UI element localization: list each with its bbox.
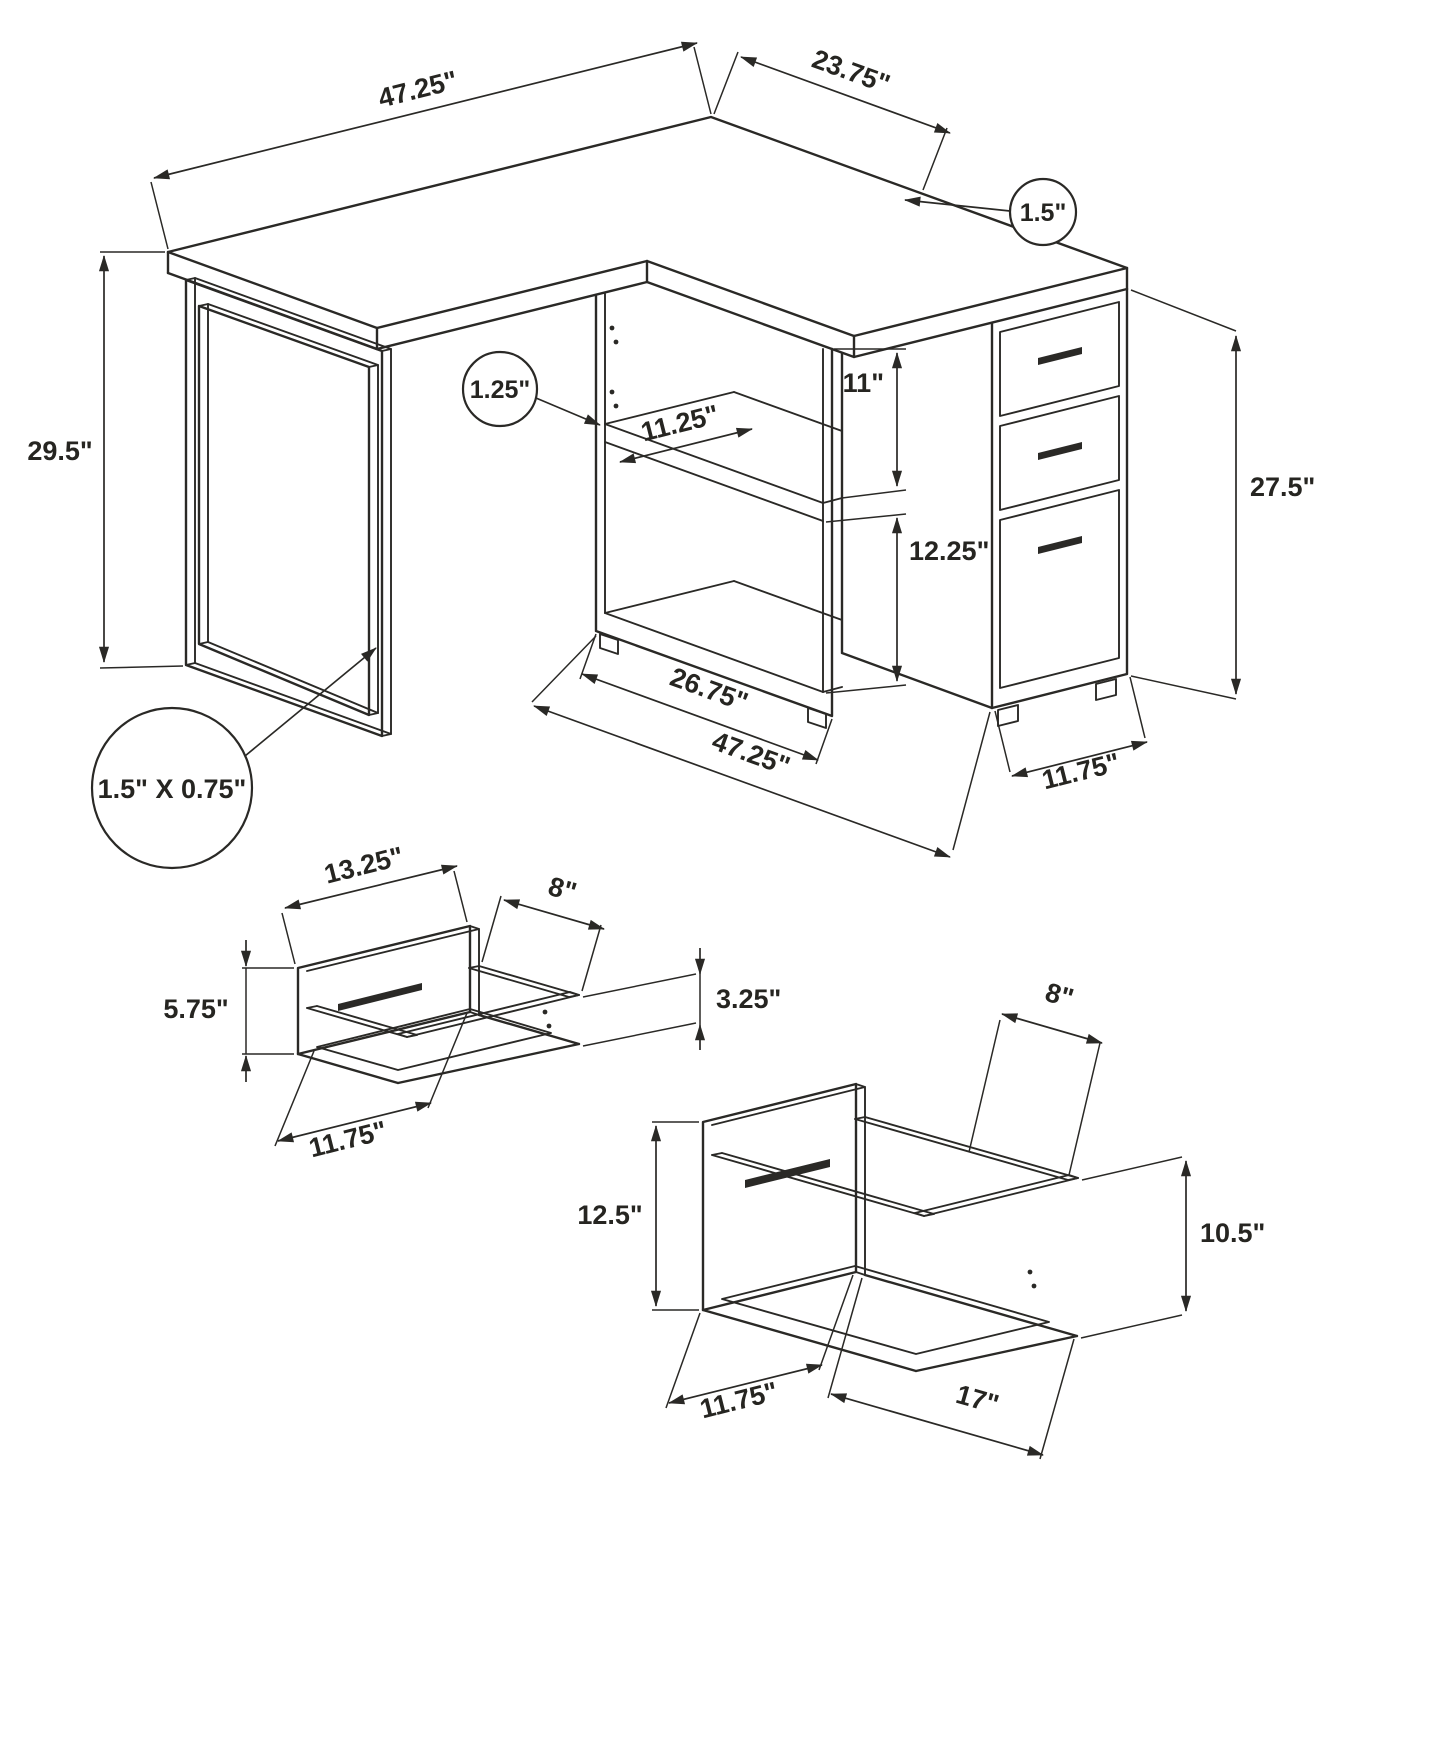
drawer-front-top: [999, 301, 1120, 417]
dim-fd-depth: 17": [953, 1379, 1002, 1420]
file-drawer-left-rim: [711, 1152, 935, 1217]
dim-bottom-opening: 12.25": [909, 536, 989, 566]
dim-line-sd-inner-width: [277, 1101, 432, 1143]
small-drawer-drawing: 13.25" 8" 5.75" 3.25" 11.75": [163, 841, 781, 1163]
callout-circle-top-thickness: [1008, 177, 1078, 247]
file-drawer-screw-holes: [1027, 1269, 1037, 1289]
leader-leg-tube: [244, 647, 377, 757]
dim-line-return-top-width: [740, 56, 951, 134]
dim-top-opening: 11": [843, 368, 884, 398]
callout-top-thickness: 1.5": [1020, 199, 1067, 227]
ext-fd-side-height: [1080, 1156, 1183, 1339]
small-drawer-bottom-edges: [296, 1013, 581, 1085]
ext-return-top-width: [713, 51, 948, 191]
dim-line-fd-depth: [830, 1393, 1044, 1456]
drawer-handle-top: [1038, 347, 1082, 365]
dim-sd-front-height: 5.75": [163, 994, 228, 1024]
file-drawer-handle: [745, 1159, 830, 1188]
small-drawer-left-rim: [306, 1005, 418, 1038]
ext-drawer-width: [994, 676, 1146, 773]
shelf-unit-inner-frame: [604, 293, 824, 693]
small-drawer-panel-band: [306, 925, 480, 1016]
small-drawer-interior-bottom: [316, 1008, 552, 1071]
ext-sd-side-height: [582, 973, 697, 1047]
desk-drawing: 47.25" 23.75" 1.5" 29.5" 1.25" 11.25" 11…: [27, 41, 1315, 870]
metal-leg-outer-offset: [194, 277, 392, 735]
file-drawer-front-panel: [701, 1082, 858, 1312]
dim-line-fd-top-depth: [1001, 1013, 1103, 1044]
pedestal-left-panel: [840, 351, 994, 710]
metal-leg-inner-offset: [207, 303, 379, 714]
shelf-top-surface: [604, 391, 843, 504]
callout-shelf-thickness: 1.25": [470, 376, 531, 404]
dim-fd-side-height: 10.5": [1200, 1218, 1265, 1248]
file-drawer-panel-band: [711, 1083, 866, 1276]
small-drawer-handle: [338, 983, 422, 1011]
drawer-front-file: [999, 489, 1120, 689]
ext-top-opening: [834, 348, 907, 499]
dim-sd-depth: 8": [545, 871, 580, 908]
ext-sd-front-height: [242, 967, 294, 1055]
desk-top-edge-band: [166, 271, 1129, 359]
leader-top-thickness: [904, 196, 1011, 212]
shelf-pin-holes: [609, 325, 619, 409]
dim-line-fd-inner-width: [668, 1363, 823, 1405]
file-drawer-back-rim: [914, 1174, 1079, 1217]
dim-fd-front-height: 12.5": [577, 1200, 642, 1230]
file-drawer-drawing: 8" 10.5" 12.5" 17" 11.75": [577, 977, 1265, 1460]
shelf-bottom-surface: [604, 580, 843, 693]
metal-leg-inner-connectors: [198, 303, 379, 716]
metal-leg-outer-connectors: [185, 277, 392, 737]
ext-fd-front-height: [652, 1121, 699, 1311]
small-drawer-front-panel: [296, 924, 472, 1056]
callout-circle-shelf-thickness: [461, 350, 539, 428]
small-drawer-screw-holes: [542, 1009, 552, 1029]
ext-return-length: [531, 635, 991, 851]
dim-line-desk-top-length: [153, 41, 698, 180]
dim-line-sd-width: [284, 864, 458, 910]
dim-sd-side-height: 3.25": [716, 984, 781, 1014]
dim-return-top-width: 23.75": [808, 44, 894, 100]
callout-circle-leg-tube: [90, 706, 254, 870]
dim-fd-top-depth: 8": [1042, 977, 1077, 1014]
leader-shelf-thickness: [535, 397, 601, 426]
metal-leg-inner: [197, 304, 371, 717]
dim-line-drawer-width: [1011, 740, 1148, 778]
file-drawer-bottom-edges: [701, 1273, 1079, 1373]
desk-top-edge-verticals: [166, 250, 1129, 359]
dim-line-shelf-depth: [619, 427, 753, 464]
ext-sd-depth: [481, 895, 602, 992]
file-drawer-right-rim: [854, 1116, 1079, 1181]
dim-line-sd-depth: [503, 899, 605, 930]
drawer-handle-file: [1038, 536, 1082, 554]
drawer-handle-middle: [1038, 442, 1082, 460]
shelf-front-edges: [604, 423, 824, 693]
small-drawer-right-rim: [468, 965, 580, 998]
dim-desk-top-length: 47.25": [375, 65, 460, 114]
dim-fd-inner-width: 11.75": [697, 1376, 781, 1424]
ext-desk-height: [99, 251, 184, 669]
drawer-front-middle: [999, 395, 1120, 511]
ext-fd-top-depth: [968, 1019, 1101, 1176]
callout-leg-tube: 1.5" X 0.75": [98, 774, 247, 804]
ext-fd-depth: [827, 1277, 1075, 1460]
ext-pedestal-height: [1130, 289, 1237, 700]
dim-line-return-length: [533, 705, 951, 858]
pedestal-front-outline: [990, 287, 1129, 710]
desk-top-surface: [166, 115, 1129, 338]
dim-pedestal-height: 27.5": [1250, 472, 1315, 502]
dim-sd-inner-width: 11.75": [306, 1115, 390, 1163]
file-drawer-interior-bottom: [721, 1265, 1050, 1355]
ext-bottom-opening: [825, 513, 907, 694]
dim-drawer-width: 11.75": [1039, 747, 1123, 795]
dim-desk-height: 29.5": [27, 436, 92, 466]
